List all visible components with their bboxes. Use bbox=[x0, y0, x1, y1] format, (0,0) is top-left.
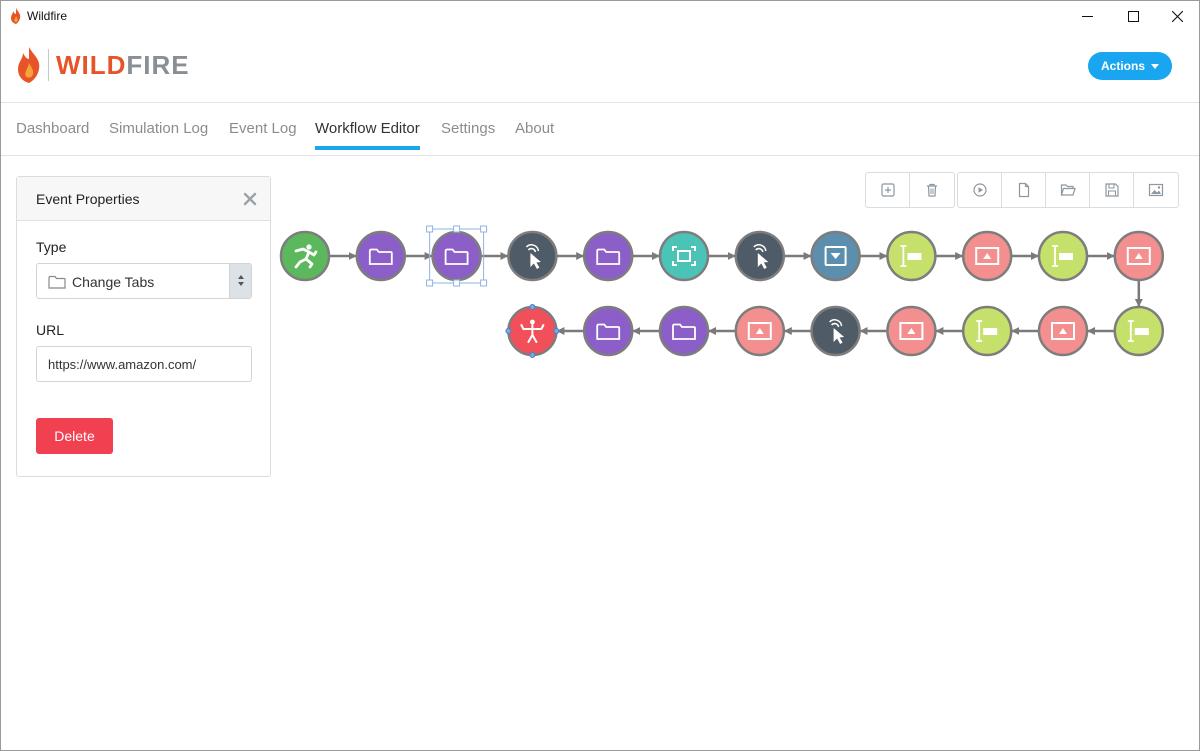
tab-simulation-log[interactable]: Simulation Log bbox=[109, 120, 209, 137]
popup-window-icon bbox=[747, 322, 772, 340]
logo-divider bbox=[48, 49, 49, 81]
workflow-node-popup[interactable] bbox=[734, 305, 786, 357]
run-button[interactable] bbox=[958, 173, 1002, 207]
popup-window-icon bbox=[899, 322, 924, 340]
panel-title: Event Properties bbox=[36, 191, 140, 207]
text-cursor-icon bbox=[1127, 320, 1149, 342]
url-input[interactable] bbox=[36, 346, 252, 382]
close-icon bbox=[1171, 10, 1183, 22]
workflow-node-keyboard[interactable] bbox=[1113, 305, 1165, 357]
workflow-node-click[interactable] bbox=[810, 305, 861, 357]
type-select-value: Change Tabs bbox=[72, 274, 155, 290]
workflow-node-popup[interactable] bbox=[1113, 230, 1165, 282]
popup-window-icon bbox=[975, 247, 1000, 265]
workflow-node-keyboard[interactable] bbox=[1037, 230, 1089, 282]
minimize-button[interactable] bbox=[1064, 1, 1110, 31]
window-title: Wildfire bbox=[27, 9, 68, 23]
workflow-node-click[interactable] bbox=[507, 230, 558, 282]
maximize-icon bbox=[1127, 10, 1139, 22]
type-label: Type bbox=[36, 239, 67, 255]
delete-button[interactable]: Delete bbox=[36, 418, 113, 454]
add-node-button[interactable] bbox=[866, 173, 910, 207]
workflow-node-click[interactable] bbox=[734, 230, 786, 282]
edit-toolbar bbox=[865, 172, 955, 208]
workflow-node-popup[interactable] bbox=[886, 305, 937, 357]
select-arrows-icon bbox=[229, 264, 251, 298]
dropdown-icon bbox=[824, 246, 847, 266]
workflow-node-select[interactable] bbox=[810, 230, 861, 282]
selection-handles[interactable] bbox=[505, 304, 560, 358]
new-file-button[interactable] bbox=[1002, 173, 1046, 207]
workflow-node-popup[interactable] bbox=[961, 230, 1013, 282]
file-toolbar bbox=[957, 172, 1179, 208]
pointer-click-icon bbox=[525, 244, 541, 269]
workflow-node-tabchange[interactable] bbox=[658, 305, 710, 357]
tab-dashboard[interactable]: Dashboard bbox=[16, 120, 90, 137]
maximize-button[interactable] bbox=[1110, 1, 1156, 31]
app-header: WILDFIRE Actions bbox=[1, 31, 1199, 103]
selection-handles[interactable] bbox=[426, 225, 488, 287]
running-person-icon bbox=[294, 244, 318, 269]
text-cursor-icon bbox=[900, 245, 922, 267]
workflow-node-tabchange[interactable] bbox=[582, 230, 634, 282]
tab-icon bbox=[48, 275, 66, 289]
type-select[interactable]: Change Tabs bbox=[36, 263, 252, 299]
add-node-icon bbox=[880, 183, 895, 197]
text-cursor-icon bbox=[1052, 245, 1073, 267]
tab-icon bbox=[444, 248, 469, 265]
delete-node-button[interactable] bbox=[910, 173, 954, 207]
trash-icon bbox=[927, 183, 937, 197]
flame-logo-icon bbox=[18, 47, 40, 83]
popup-window-icon bbox=[1126, 247, 1151, 265]
text-cursor-icon bbox=[976, 320, 998, 342]
nav-tabs: Dashboard Simulation Log Event Log Workf… bbox=[1, 104, 1199, 156]
workflow-node-end[interactable] bbox=[507, 305, 558, 357]
open-file-button[interactable] bbox=[1046, 173, 1090, 207]
wildfire-logo: WILDFIRE bbox=[15, 47, 190, 83]
workflow-node-popup[interactable] bbox=[1037, 305, 1089, 357]
workflow-node-begin[interactable] bbox=[279, 230, 331, 282]
workflow-node-keyboard[interactable] bbox=[886, 230, 937, 282]
workflow-node-tabchange[interactable] bbox=[431, 230, 482, 282]
save-button[interactable] bbox=[1090, 173, 1134, 207]
finish-person-icon bbox=[520, 319, 545, 343]
new-file-icon bbox=[1018, 182, 1029, 198]
url-label: URL bbox=[36, 322, 65, 338]
chevron-down-icon bbox=[1151, 64, 1159, 69]
workflow-node-keyboard[interactable] bbox=[961, 305, 1013, 357]
workflow-node-screenshot[interactable] bbox=[658, 230, 710, 282]
open-folder-icon bbox=[1060, 184, 1076, 196]
tab-settings[interactable]: Settings bbox=[441, 120, 496, 137]
logo-text: WILDFIRE bbox=[56, 49, 190, 80]
panel-header: Event Properties bbox=[17, 177, 270, 221]
screenshot-icon bbox=[672, 246, 696, 266]
pointer-click-icon bbox=[753, 244, 769, 269]
flame-icon bbox=[11, 8, 21, 24]
title-bar: Wildfire bbox=[1, 1, 1199, 31]
play-icon bbox=[972, 183, 987, 197]
image-icon bbox=[1148, 183, 1164, 197]
tab-icon bbox=[596, 248, 621, 265]
tab-event-log[interactable]: Event Log bbox=[229, 120, 297, 137]
tab-about[interactable]: About bbox=[515, 120, 555, 137]
event-properties-panel: Event Properties Type Change Tabs URL De… bbox=[16, 176, 271, 477]
tab-icon bbox=[368, 248, 393, 265]
tab-icon bbox=[672, 323, 696, 340]
workflow-node-tabchange[interactable] bbox=[582, 305, 634, 357]
close-button[interactable] bbox=[1154, 1, 1200, 31]
minimize-icon bbox=[1081, 15, 1093, 17]
tab-icon bbox=[596, 323, 621, 340]
workflow-node-tabchange[interactable] bbox=[355, 230, 407, 282]
tab-workflow-editor[interactable]: Workflow Editor bbox=[315, 120, 420, 150]
actions-label: Actions bbox=[1100, 59, 1145, 73]
save-icon bbox=[1104, 183, 1119, 197]
popup-window-icon bbox=[1051, 322, 1075, 340]
actions-button[interactable]: Actions bbox=[1088, 52, 1172, 80]
pointer-click-icon bbox=[829, 319, 845, 344]
close-icon[interactable] bbox=[242, 191, 258, 207]
export-image-button[interactable] bbox=[1134, 173, 1178, 207]
